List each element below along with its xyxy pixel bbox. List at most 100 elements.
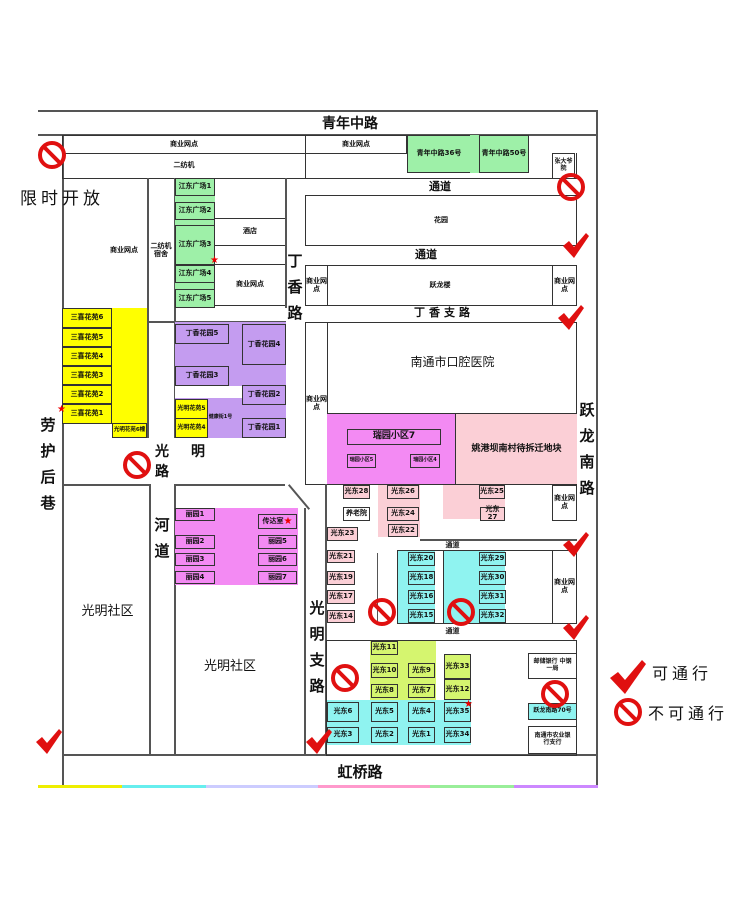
- bottom-strip: [38, 785, 598, 788]
- no-entry-icon: [123, 451, 151, 479]
- north-block: [305, 153, 577, 179]
- shop-block: 商业网点: [552, 265, 577, 306]
- guangdong-18: 光东18: [408, 571, 435, 585]
- erfangji-dorm: 二纺机宿舍: [150, 241, 172, 258]
- guangdong-lower-block: [326, 640, 577, 756]
- wall: [420, 539, 577, 541]
- ruiyuan-5: 瑞园小区5: [347, 454, 376, 468]
- wall: [325, 484, 327, 756]
- sanxi-4: 三喜花苑4: [62, 347, 112, 366]
- guangdong-19: 光东19: [327, 571, 355, 585]
- road-yuelong-south: 跃龙南路: [579, 401, 595, 497]
- frame-right: [596, 110, 598, 788]
- no-entry-icon: [541, 680, 569, 708]
- check-icon: [563, 532, 589, 557]
- shop-block: 商业网点: [305, 322, 328, 485]
- guangdong-35: 光东35: [444, 702, 471, 722]
- guangdong-10: 光东10: [371, 663, 398, 678]
- guangdong-5: 光东5: [371, 702, 398, 722]
- guangdong-29: 光东29: [479, 552, 506, 566]
- sanxi-5: 三喜花苑5: [62, 328, 112, 347]
- guangdong-9: 光东9: [408, 663, 435, 678]
- wall: [62, 484, 150, 486]
- road-guangming-branch: 光明支路: [309, 599, 325, 695]
- guangdong-32: 光东32: [479, 609, 506, 623]
- guangdong-8: 光东8: [371, 684, 398, 698]
- star-marker-icon: ★: [210, 255, 219, 266]
- legend-check-icon: [610, 660, 646, 694]
- sanxi-2: 三喜花苑2: [62, 385, 112, 404]
- shop-block: 商业网点: [305, 135, 407, 154]
- shop-block: 商业网点: [552, 485, 577, 521]
- guangdong-1: 光东1: [408, 727, 435, 743]
- agri-bank: 南通市农业银行支行: [528, 726, 577, 754]
- check-icon: [558, 305, 584, 330]
- garden: 花园: [305, 195, 577, 246]
- legend-nopass-label: 不可通行: [648, 704, 729, 723]
- passage-label: 通道: [445, 540, 460, 549]
- qingnian-36: 青年中路36号: [407, 135, 471, 173]
- check-icon: [36, 729, 62, 754]
- guard-room-label: 传达室: [262, 516, 284, 525]
- postal-bank: 邮储银行 中钢一局: [528, 653, 577, 679]
- guard-room: 传达室★: [258, 514, 297, 529]
- check-icon: [563, 615, 589, 640]
- guangdong-17: 光东17: [327, 590, 355, 604]
- guangdong-20: 光东20: [408, 552, 435, 566]
- road-hongqiao: 虹桥路: [337, 762, 383, 781]
- ruiyuan-area: [327, 413, 455, 484]
- guangdong-25: 光东25: [479, 485, 505, 499]
- wall: [304, 508, 306, 756]
- dingxiang-2: 丁香花园2: [242, 385, 286, 405]
- shop-label: 商业网点: [110, 245, 138, 254]
- check-icon: [563, 233, 589, 258]
- no-entry-icon: [368, 598, 396, 626]
- guangming-6: 光明花苑6幢: [112, 423, 147, 438]
- qingnian-50: 青年中路50号: [479, 135, 529, 173]
- frame-left: [62, 134, 64, 788]
- guangming-4: 光明花苑4: [175, 418, 208, 438]
- sanxi-area: [112, 308, 147, 437]
- wall: [147, 178, 149, 438]
- yuelong-70: 跃龙南路70号: [528, 703, 577, 720]
- time-limited-note: 限时开放: [20, 189, 104, 209]
- passage-label: 通道: [445, 626, 460, 635]
- river: 河道: [154, 516, 170, 560]
- liyuan-1: 丽园1: [175, 508, 215, 521]
- sanxi-3: 三喜花苑3: [62, 366, 112, 385]
- community-label: 光明社区: [81, 604, 134, 619]
- demolition-plot: 姚港坝南村待拆迁地块: [455, 413, 577, 484]
- wall: [149, 484, 151, 756]
- ruiyuan-4: 瑞园小区4: [410, 454, 440, 468]
- passage-label: 通道: [429, 179, 451, 193]
- shop-block: 商业网点: [552, 550, 577, 624]
- guangdong-31: 光东31: [479, 590, 506, 604]
- guangdong-11: 光东11: [371, 641, 398, 655]
- wall: [175, 484, 285, 486]
- guangdong-22: 光东22: [388, 524, 418, 537]
- guangdong-21: 光东21: [327, 550, 355, 563]
- guangdong-7: 光东7: [408, 684, 435, 698]
- guangdong-30: 光东30: [479, 571, 506, 585]
- liyuan-7: 丽园7: [258, 571, 297, 584]
- wall: [377, 553, 378, 623]
- wall: [435, 551, 444, 623]
- guangdong-16: 光东16: [408, 590, 435, 604]
- star-marker-icon: ★: [464, 699, 473, 710]
- dingxiang-5: 丁香花园5: [175, 324, 229, 344]
- dingxiang-3: 丁香花园3: [175, 366, 229, 386]
- guangdong-27: 光东27: [480, 505, 505, 521]
- no-entry-icon: [38, 141, 66, 169]
- no-entry-icon: [331, 664, 359, 692]
- guangdong-34: 光东34: [444, 727, 471, 743]
- jiankang-1: 健康街1号: [208, 398, 233, 438]
- road-qingnianzhong: 青年中路: [322, 116, 378, 132]
- frame-top: [38, 110, 598, 112]
- jiangdong-3: 江东广场3: [175, 225, 215, 265]
- guangdong-4: 光东4: [408, 702, 435, 722]
- star-marker-icon: ★: [57, 404, 66, 415]
- guangdong-15: 光东15: [408, 609, 435, 623]
- gap: [175, 386, 242, 398]
